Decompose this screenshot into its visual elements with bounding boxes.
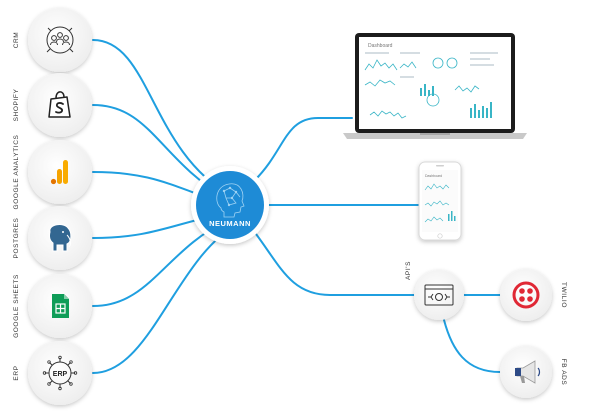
source-list: CRM SHOPIFY GOOGLE ANALYTICS POSTGRES GOOGLE… (13, 8, 92, 405)
source-postgres[interactable]: POSTGRES (13, 206, 92, 270)
api-target-twilio[interactable]: TWILIO (500, 269, 567, 321)
desktop-dashboard-text-lines (365, 52, 498, 78)
people-network-icon (46, 26, 74, 54)
source-label-shopify: SHOPIFY (13, 89, 20, 122)
source-label-crm: CRM (13, 32, 20, 49)
connector-apis (252, 229, 415, 296)
source-shopify[interactable]: SHOPIFY (13, 73, 92, 137)
neumann-hub[interactable]: NEUMANN (191, 166, 269, 244)
source-erp[interactable]: ERP ERP (13, 341, 92, 405)
source-label-google-sheets: GOOGLE SHEETS (13, 274, 20, 338)
api-target-label-twilio: TWILIO (560, 282, 567, 308)
source-label-postgres: POSTGRES (13, 217, 20, 258)
source-google-analytics[interactable]: GOOGLE ANALYTICS (13, 135, 92, 210)
erp-gear-icon: ERP (42, 355, 78, 391)
brain-head-icon (216, 183, 245, 218)
desktop-screen (359, 37, 511, 129)
api-target-fb-ads[interactable]: FB ADS (500, 346, 567, 398)
mobile-dashboard-widgets (424, 183, 450, 223)
connector-desktop (254, 117, 353, 181)
desktop-dashboard-title: Dashboard (368, 43, 393, 49)
apis-label: API'S (405, 261, 412, 280)
mobile-dashboard-title: Dashboard (425, 174, 442, 178)
desktop-dashboard-laptop[interactable]: Dashboard (343, 33, 527, 139)
shopify-bag-icon (48, 91, 71, 118)
megaphone-icon (515, 360, 541, 384)
mobile-dashboard-bars (448, 211, 456, 221)
laptop-base (343, 133, 527, 139)
api-window-icon (424, 284, 454, 306)
connector-erp (92, 224, 237, 374)
source-label-google-analytics: GOOGLE ANALYTICS (13, 135, 20, 210)
postgres-elephant-icon (48, 224, 72, 252)
api-target-list: TWILIO FB ADS (500, 269, 567, 398)
connector-lines (92, 39, 501, 374)
google-sheets-icon (52, 294, 69, 318)
hub-label: NEUMANN (209, 219, 251, 228)
connector-fb-ads (443, 319, 501, 373)
source-google-sheets[interactable]: GOOGLE SHEETS (13, 274, 92, 338)
connector-crm (92, 39, 231, 196)
source-crm[interactable]: CRM (13, 8, 92, 72)
erp-icon-text: ERP (53, 371, 68, 378)
apis-node[interactable] (414, 270, 464, 320)
mobile-dashboard-phone[interactable]: Dashboard (418, 161, 462, 241)
twilio-icon (512, 281, 540, 309)
api-target-label-fb-ads: FB ADS (560, 359, 567, 386)
desktop-dashboard-widgets (364, 57, 480, 119)
google-analytics-icon (50, 160, 68, 185)
source-label-erp: ERP (13, 365, 20, 380)
desktop-dashboard-bars (420, 84, 492, 118)
